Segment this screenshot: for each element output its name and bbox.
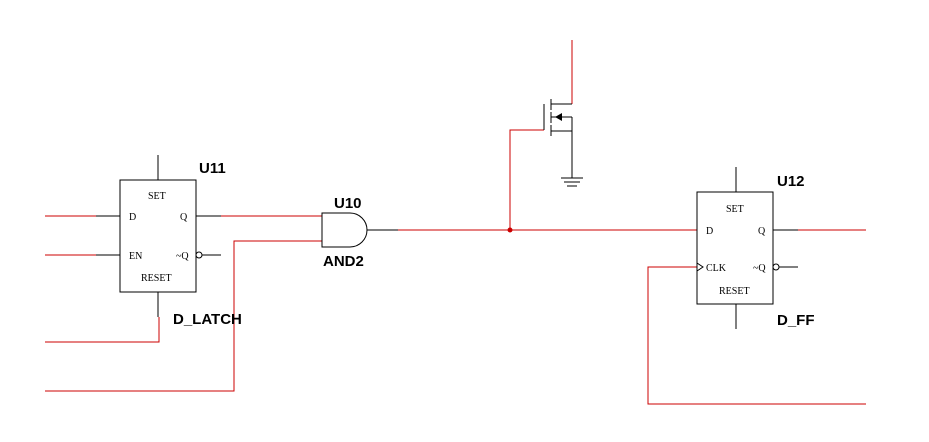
d-ff-clk-label: CLK [706, 263, 727, 274]
wire-and-input-b[interactable] [45, 240, 322, 392]
and-gate-body[interactable] [321, 212, 368, 248]
d-ff-type-label: D_FF [777, 312, 815, 329]
d-ff-reset-label: RESET [719, 286, 750, 297]
wire-mosfet-gate[interactable] [509, 129, 544, 230]
and-gate-type-label: AND2 [323, 253, 364, 270]
d-ff-set-label: SET [726, 204, 744, 215]
d-latch-type-label: D_LATCH [173, 311, 242, 328]
d-latch-q-label: Q [180, 212, 188, 223]
d-latch-set-label: SET [148, 191, 166, 202]
wire-junction-dot [507, 227, 513, 233]
d-ff-nq-bubble [772, 263, 780, 271]
mosfet-arrow-icon [555, 113, 562, 121]
d-latch-d-label: D [129, 212, 136, 223]
d-latch-nq-bubble [195, 251, 203, 259]
d-ff-clock-triangle-icon [696, 262, 704, 272]
ground-symbol[interactable] [561, 177, 583, 187]
d-ff-body[interactable] [696, 191, 774, 305]
d-latch-nq-label: ~Q [176, 251, 189, 262]
d-ff-d-label: D [706, 226, 713, 237]
and-gate-ref-label: U10 [334, 195, 362, 212]
wire-latch-reset[interactable] [45, 317, 160, 343]
d-latch-reset-label: RESET [141, 273, 172, 284]
nmos-transistor[interactable] [543, 99, 573, 178]
and-gate-u10[interactable] [321, 212, 398, 248]
d-latch-ref-label: U11 [199, 160, 226, 177]
d-ff-nq-label: ~Q [753, 263, 766, 274]
wires [45, 40, 866, 405]
d-latch-en-label: EN [129, 251, 142, 262]
wire-dff-clk[interactable] [647, 266, 866, 405]
d-ff-q-label: Q [758, 226, 766, 237]
d-latch-u11[interactable] [96, 155, 221, 317]
d-flip-flop-u12[interactable] [696, 167, 798, 329]
d-ff-ref-label: U12 [777, 173, 805, 190]
